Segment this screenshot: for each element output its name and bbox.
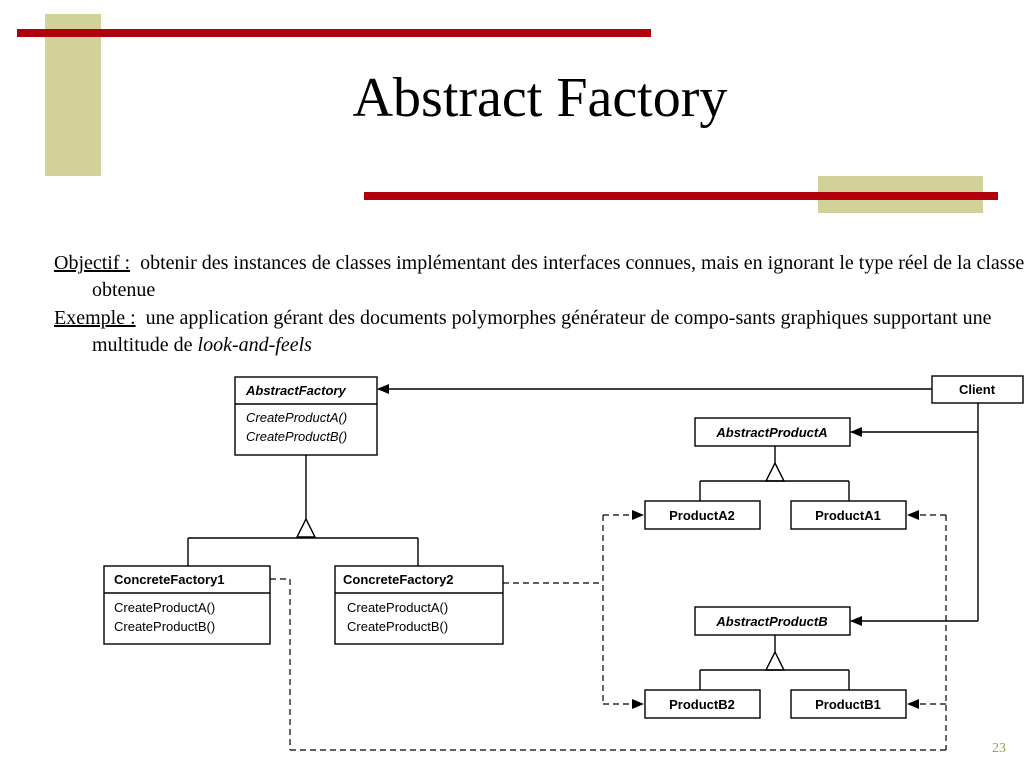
class-abstract-factory: AbstractFactory CreateProductA() CreateP… [234,376,378,456]
abstract-factory-name: AbstractFactory [245,383,346,398]
class-concrete-factory-1: ConcreteFactory1 CreateProductA() Create… [103,565,271,645]
objective-paragraph: Objectif : obtenir des instances de clas… [54,250,1024,304]
example-text: une application gérant des documents pol… [92,307,992,356]
abstract-product-a-name: AbstractProductA [715,425,827,440]
class-product-b1: ProductB1 [790,689,907,719]
product-b1-name: ProductB1 [815,697,881,712]
example-emphasis: look-and-feels [197,334,312,356]
slide-title: Abstract Factory [352,67,728,129]
class-client: Client [931,375,1024,404]
khaki-vertical-block [45,14,101,176]
class-abstract-product-b: AbstractProductB [694,606,851,636]
client-name: Client [959,382,996,397]
class-abstract-product-a: AbstractProductA [694,417,851,447]
concrete-factory-2-op: CreateProductB() [347,619,448,634]
productb-inheritance [699,635,850,690]
concrete-factory-1-name: ConcreteFactory1 [114,572,225,587]
abstract-factory-op: CreateProductA() [246,410,347,425]
objective-text: obtenir des instances de classes impléme… [92,252,1024,301]
example-label: Exemple : [54,307,136,329]
product-b2-name: ProductB2 [669,697,735,712]
red-top-bar [17,29,651,37]
abstract-factory-op: CreateProductB() [246,429,347,444]
class-product-a2: ProductA2 [644,500,761,530]
concrete-factory-1-op: CreateProductA() [114,600,215,615]
abstract-product-b-name: AbstractProductB [715,614,827,629]
product-a1-name: ProductA1 [815,508,881,523]
page-number: 23 [992,741,1006,756]
concrete-factory-2-op: CreateProductA() [347,600,448,615]
class-product-a1: ProductA1 [790,500,907,530]
producta-inheritance [699,446,850,501]
red-bottom-bar [364,192,998,200]
class-product-b2: ProductB2 [644,689,761,719]
dependency-lines [270,510,947,751]
example-paragraph: Exemple : une application gérant des doc… [54,305,1024,359]
class-concrete-factory-2: ConcreteFactory2 CreateProductA() Create… [334,565,504,645]
concrete-factory-2-name: ConcreteFactory2 [343,572,454,587]
objective-label: Objectif : [54,252,131,274]
factory-inheritance [187,455,419,566]
product-a2-name: ProductA2 [669,508,735,523]
concrete-factory-1-op: CreateProductB() [114,619,215,634]
